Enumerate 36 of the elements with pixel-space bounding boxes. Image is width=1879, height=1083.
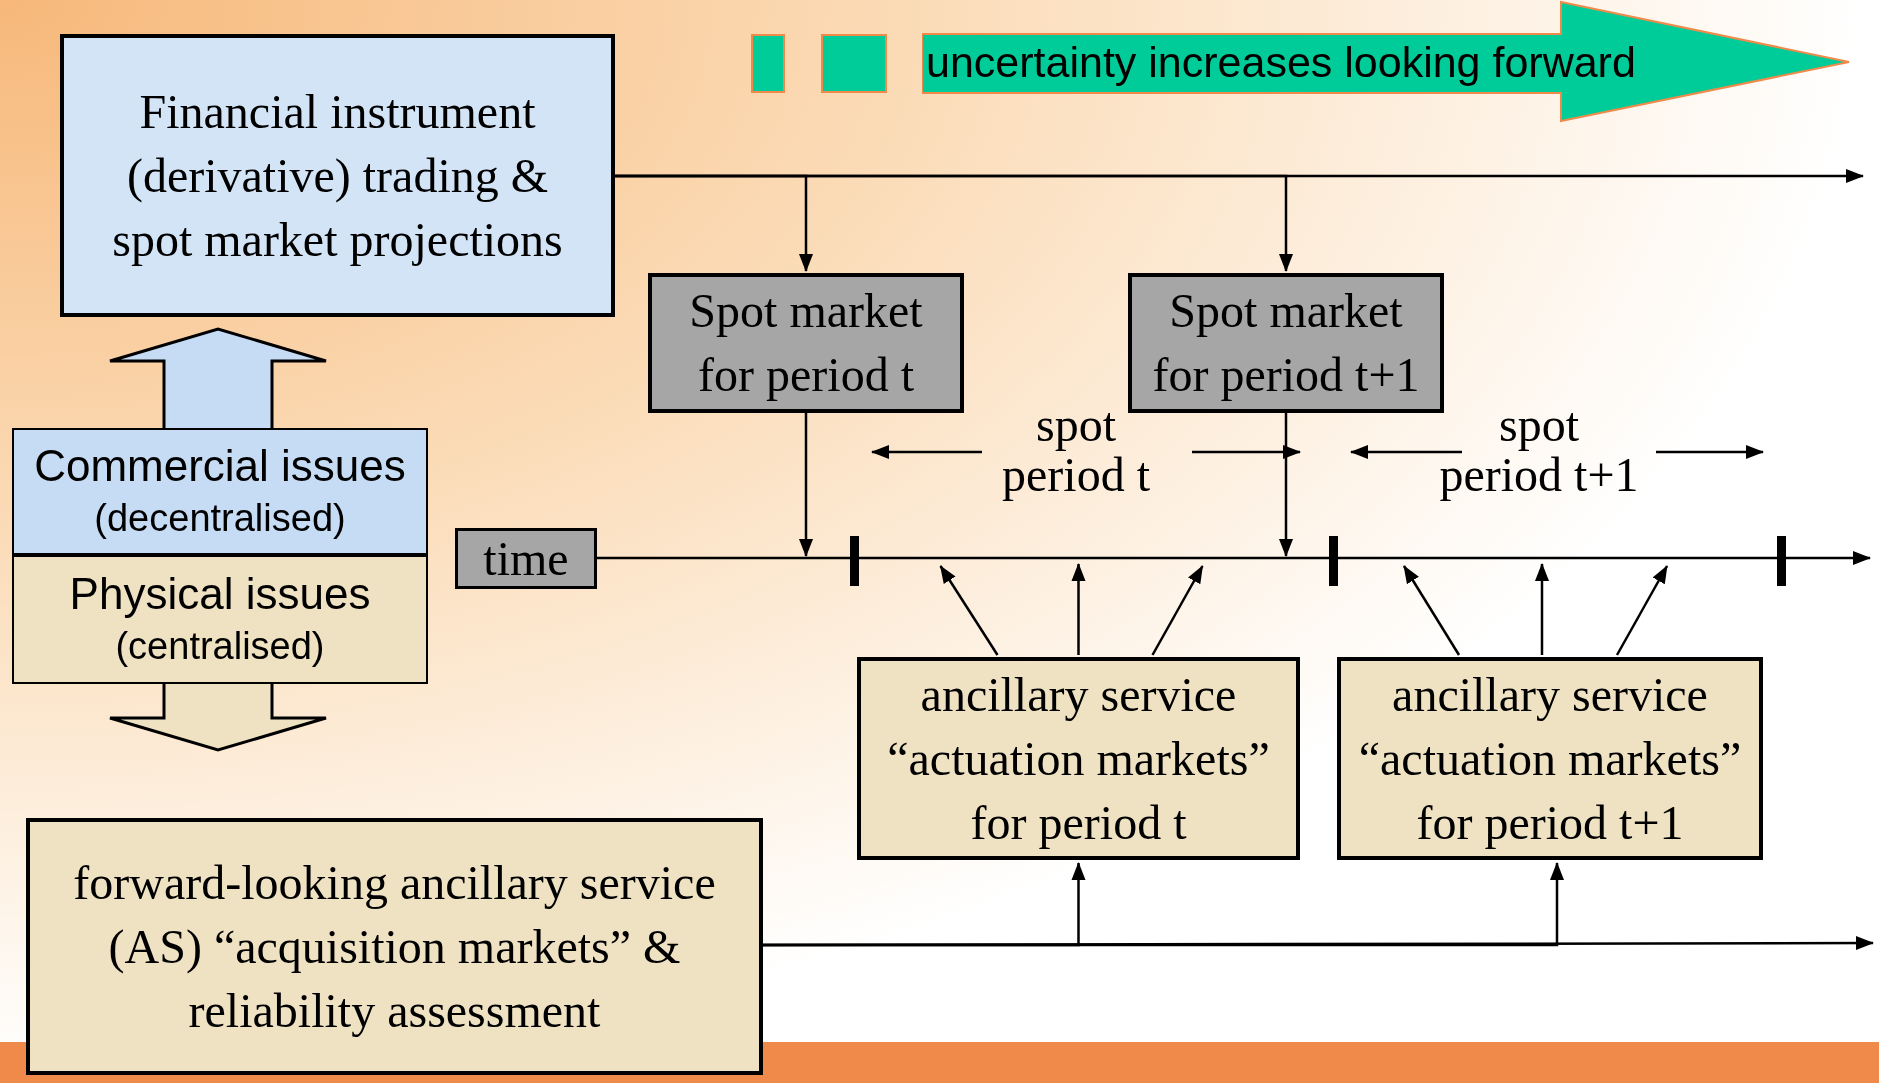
text-box [1337, 657, 1763, 860]
arrow [615, 174, 1293, 272]
arrow [1402, 565, 1461, 656]
arrow [1279, 413, 1293, 557]
arrow [763, 862, 1564, 947]
box-text: ancillary service “actuation markets” for period t [886, 666, 1271, 851]
arrow [1071, 563, 1086, 655]
text-box [26, 818, 763, 1075]
arrow [597, 551, 1871, 565]
box-text: ancillary service “actuation markets” for period t+1 [1357, 666, 1743, 851]
arrow-text: uncertainty increases looking forward [926, 38, 1636, 87]
label-box [455, 528, 597, 589]
box-text: forward-looking ancillary service (AS) “acquisition markets” & reliability assessment [72, 854, 717, 1039]
arrow [1535, 563, 1549, 655]
box-text: (centralised) [115, 623, 325, 669]
box-text: Spot market for period t+1 [1151, 283, 1421, 403]
period-label: spot period t [1001, 400, 1151, 500]
text-box [60, 34, 615, 317]
period-label: spot period t+1 [1439, 400, 1639, 500]
box-text: time [483, 533, 569, 584]
label-box [12, 555, 428, 684]
box-text: (decentralised) [94, 495, 346, 541]
block-arrow [108, 327, 328, 430]
block-arrow [108, 682, 328, 752]
box-text: Commercial issues [34, 439, 406, 492]
box-text: Spot market for period t [688, 283, 924, 403]
label-box [12, 428, 428, 555]
arrow [1615, 565, 1669, 656]
arrow [939, 565, 999, 656]
process-box [1128, 273, 1444, 413]
process-box [648, 273, 964, 413]
text-box [857, 657, 1300, 860]
box-text: Financial instrument (derivative) trading & spot market projections [111, 83, 564, 268]
arrow [799, 413, 813, 557]
box-text: Physical issues [69, 567, 371, 620]
arrow [1151, 565, 1204, 656]
